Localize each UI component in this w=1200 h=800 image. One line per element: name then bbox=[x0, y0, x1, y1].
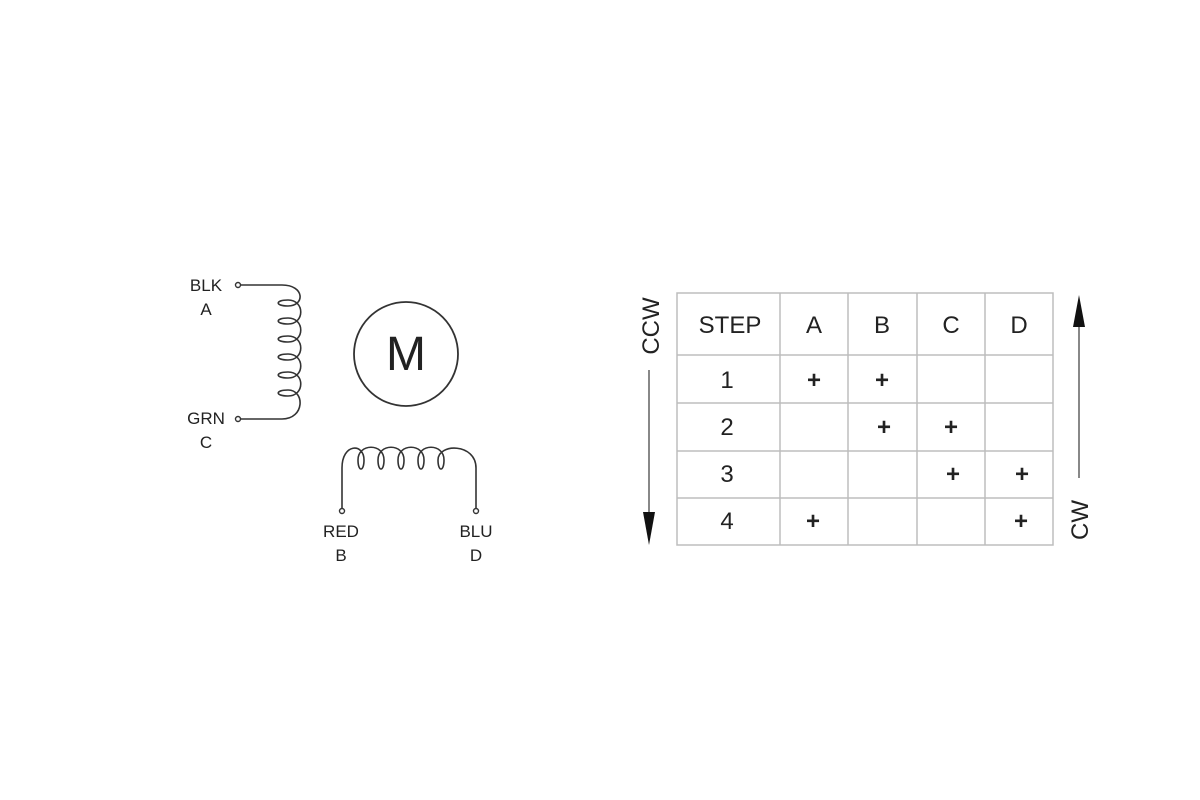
cell-b: + bbox=[877, 414, 891, 441]
motor-symbol: M bbox=[353, 301, 459, 407]
step-number: 2 bbox=[720, 414, 733, 441]
coil-b-d bbox=[338, 446, 480, 515]
ccw-label: CCW bbox=[638, 297, 665, 355]
ccw-arrow-head bbox=[643, 512, 655, 545]
step-sequence-table: STEP A B C D 1 + + 2 + + 3 + + 4 + + bbox=[676, 292, 1054, 546]
ccw-indicator: CCW bbox=[638, 297, 665, 545]
cell-b: + bbox=[875, 367, 889, 394]
cw-label: CW bbox=[1067, 500, 1094, 540]
header-c: C bbox=[942, 312, 959, 339]
terminal-c-dot bbox=[234, 415, 242, 423]
step-number: 1 bbox=[720, 367, 733, 394]
coil-a-c-winding bbox=[277, 284, 302, 420]
header-d: D bbox=[1010, 312, 1027, 339]
terminal-d-dot bbox=[472, 507, 480, 515]
terminal-label-d: D bbox=[470, 546, 482, 565]
terminal-a-dot bbox=[234, 281, 242, 289]
wire-color-label-c: GRN bbox=[187, 409, 225, 428]
step-number: 3 bbox=[720, 461, 733, 488]
cell-d: + bbox=[1014, 508, 1028, 535]
terminal-label-a: A bbox=[200, 300, 212, 319]
terminal-label-b: B bbox=[335, 546, 346, 565]
cell-a: + bbox=[807, 367, 821, 394]
terminal-b-dot bbox=[338, 507, 346, 515]
cw-indicator: CW bbox=[1067, 295, 1094, 540]
cell-d: + bbox=[1015, 461, 1029, 488]
step-number: 4 bbox=[720, 508, 733, 535]
cell-c: + bbox=[944, 414, 958, 441]
header-b: B bbox=[874, 312, 890, 339]
header-a: A bbox=[806, 312, 822, 339]
wire-color-label-b: RED bbox=[323, 522, 359, 541]
header-step: STEP bbox=[699, 312, 762, 339]
terminal-label-c: C bbox=[200, 433, 212, 452]
wire-color-label-a: BLK bbox=[190, 276, 223, 295]
coil-b-d-winding bbox=[341, 446, 477, 470]
coil-a-c bbox=[234, 281, 302, 423]
cell-c: + bbox=[946, 461, 960, 488]
cell-a: + bbox=[806, 508, 820, 535]
wiring-schematic: M BLK A GRN C RED B BLU D bbox=[187, 276, 492, 565]
motor-label: M bbox=[386, 328, 426, 381]
motor-circle bbox=[353, 301, 459, 407]
wire-color-label-d: BLU bbox=[459, 522, 492, 541]
cw-arrow-head bbox=[1073, 295, 1085, 327]
table-border bbox=[676, 292, 1054, 546]
